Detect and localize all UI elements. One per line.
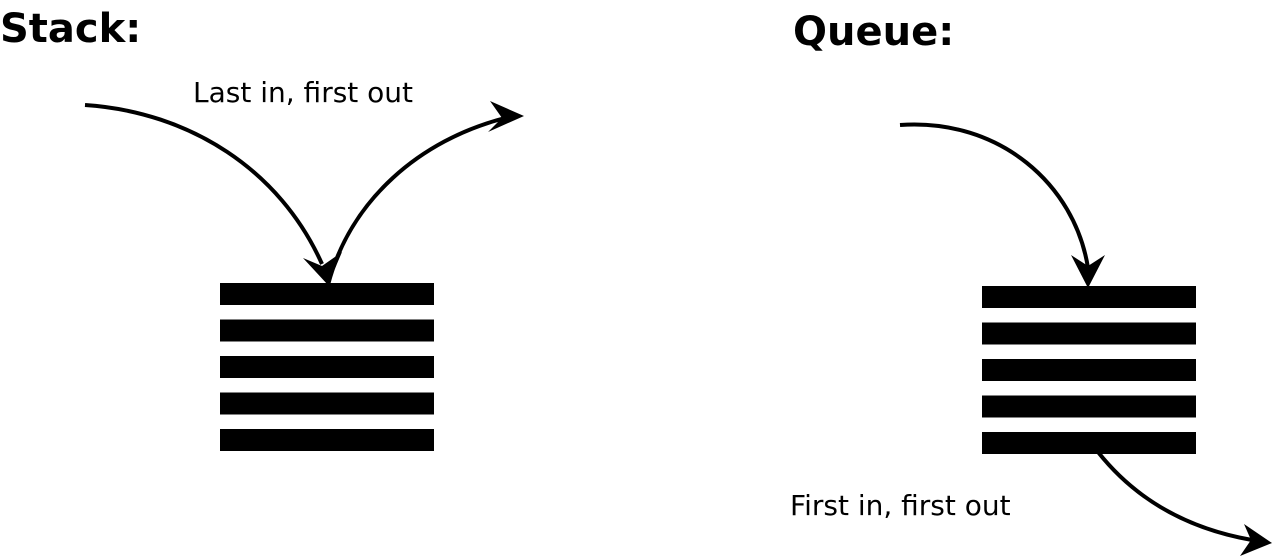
queue-title: Queue:: [793, 9, 954, 55]
stack-item-2: [220, 319, 434, 342]
stack-push-arrowhead: [303, 252, 342, 285]
queue-item-4: [982, 395, 1196, 418]
queue-items: [982, 286, 1196, 454]
stack-item-1: [220, 283, 434, 305]
stack-pop-arrow: [326, 116, 506, 286]
queue-dequeue-arrowhead: [1240, 524, 1272, 556]
queue-enqueue-arrowhead: [1071, 255, 1105, 288]
stack-item-4: [220, 392, 434, 415]
stack-item-3: [220, 356, 434, 378]
queue-dequeue-arrow: [1096, 450, 1253, 542]
queue-caption: First in, first out: [790, 489, 1011, 522]
queue-item-5: [982, 432, 1196, 454]
queue-panel: Queue: First in, first out: [790, 9, 1272, 556]
queue-item-2: [982, 322, 1196, 345]
stack-items: [220, 283, 434, 451]
stack-panel: Stack: Last in, first out: [0, 6, 524, 451]
stack-caption: Last in, first out: [193, 76, 413, 109]
stack-title: Stack:: [0, 6, 141, 52]
stack-item-5: [220, 429, 434, 451]
queue-item-1: [982, 286, 1196, 308]
stack-push-arrow: [84, 103, 324, 265]
stack-pop-arrowhead: [488, 101, 524, 132]
queue-enqueue-arrow: [899, 122, 1090, 269]
queue-item-3: [982, 359, 1196, 381]
